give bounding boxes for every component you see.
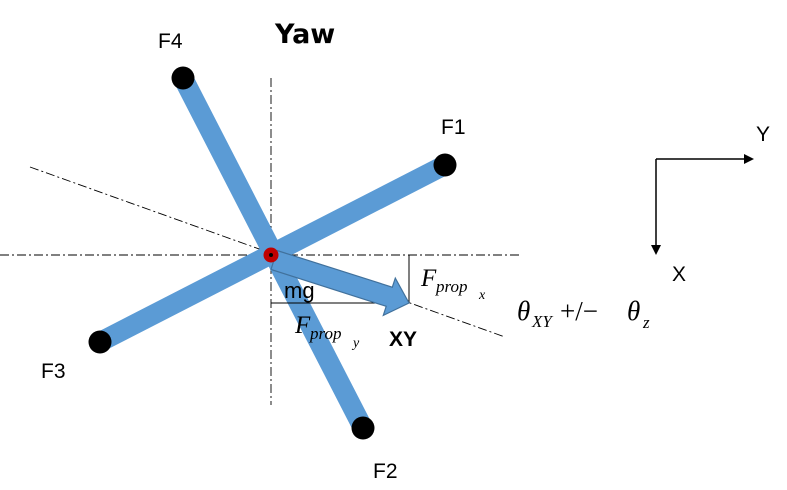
center-of-mass-dot bbox=[269, 253, 273, 257]
motor-f4 bbox=[171, 66, 195, 90]
y-axis-label: Y bbox=[756, 123, 770, 146]
motor-f3 bbox=[88, 330, 112, 354]
x-axis-label: X bbox=[672, 263, 686, 286]
force-x-sub: prop bbox=[435, 277, 468, 296]
diagram-title: Yaw bbox=[274, 19, 335, 50]
label-f4: F4 bbox=[158, 30, 183, 53]
theta-xy: θ bbox=[517, 296, 530, 326]
label-f2: F2 bbox=[373, 460, 398, 483]
resultant-arrow bbox=[270, 249, 410, 317]
label-f1: F1 bbox=[441, 116, 466, 139]
mg-label: mg bbox=[284, 278, 315, 303]
angle-expression: θ XY +/− θ z bbox=[517, 296, 650, 332]
motor-f2 bbox=[351, 416, 375, 440]
force-y-base: F bbox=[294, 312, 311, 339]
force-x-label: F prop x bbox=[420, 265, 486, 303]
label-f3: F3 bbox=[41, 360, 66, 383]
force-x-base: F bbox=[420, 265, 437, 292]
diagonal-centerline bbox=[29, 166, 506, 338]
theta-z: θ bbox=[627, 296, 640, 326]
force-x-subsub: x bbox=[478, 288, 486, 303]
theta-xy-sub: XY bbox=[531, 312, 553, 331]
theta-z-sub: z bbox=[642, 313, 650, 332]
motor-f1 bbox=[433, 153, 457, 177]
force-y-label: F prop y bbox=[294, 312, 360, 351]
force-y-subsub: y bbox=[351, 336, 360, 351]
plus-minus-op: +/− bbox=[560, 296, 598, 326]
resultant-label: XY bbox=[389, 328, 417, 351]
force-y-sub: prop bbox=[309, 324, 342, 343]
